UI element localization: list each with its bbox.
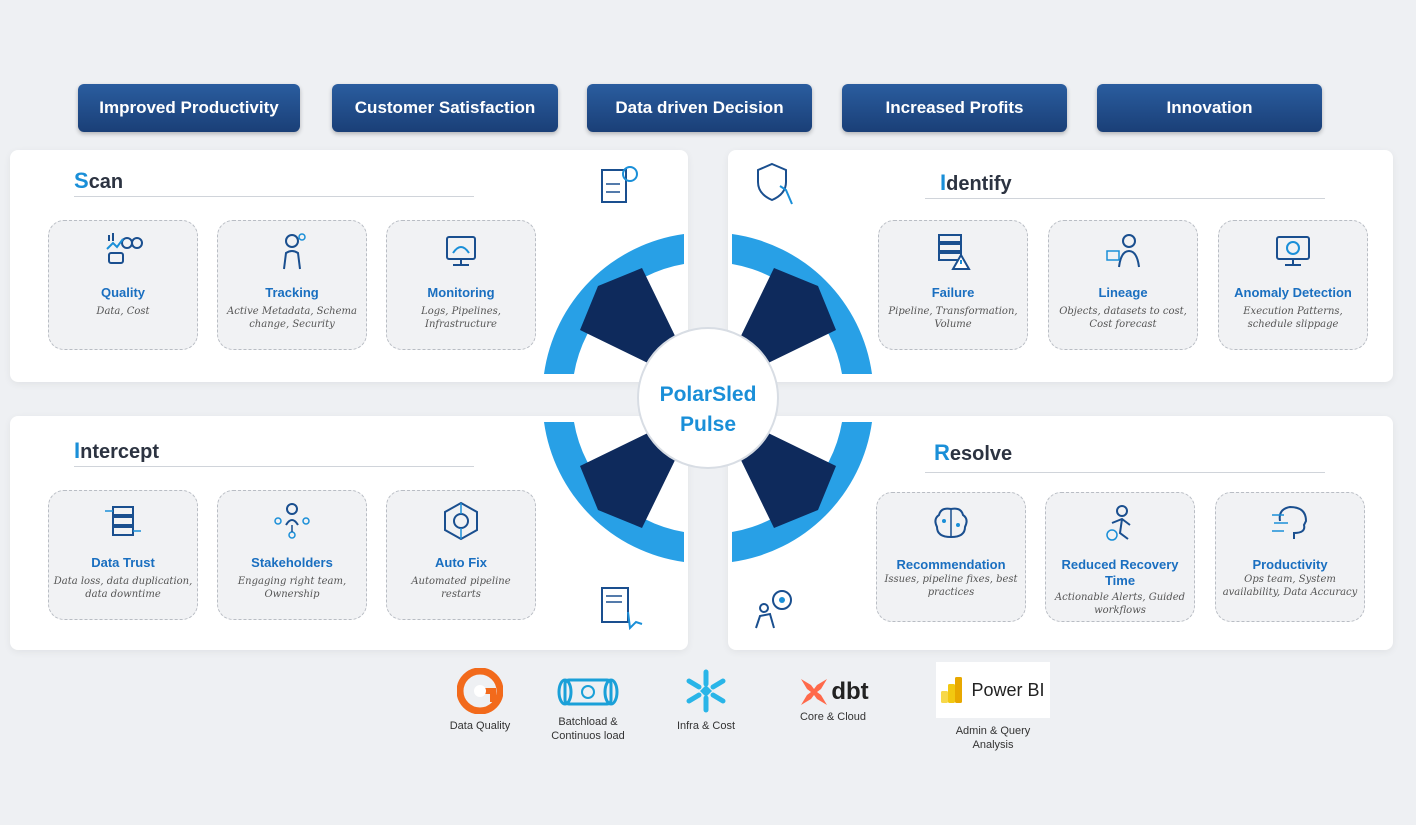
stakeholders-icon xyxy=(274,503,310,539)
shield-touch-icon xyxy=(757,162,793,205)
settings-document-icon xyxy=(601,166,638,203)
card-title: Reduced Recovery Time xyxy=(1061,557,1179,588)
tool-label: Admin & Query Analysis xyxy=(955,725,1031,751)
tool-label: Infra & Cost xyxy=(676,720,736,732)
benefit-innovation: Innovation xyxy=(1097,84,1322,132)
card-desc: Actionable Alerts, Guided workflows xyxy=(1054,592,1186,616)
scan-title-rule xyxy=(74,196,474,197)
powerbi-logo xyxy=(941,677,963,703)
ring-segment-bottom-left xyxy=(544,422,684,562)
recovery-person-icon xyxy=(1106,505,1131,541)
card-auto-fix: Auto Fix Automated pipeline restarts xyxy=(386,490,536,620)
intercept-title: Intercept xyxy=(74,438,160,463)
center-label-line2: Pulse xyxy=(679,413,737,436)
card-title: Monitoring xyxy=(427,285,495,300)
card-title: Data Trust xyxy=(91,555,155,570)
dbt-logo xyxy=(801,679,828,705)
card-desc: Automated pipeline restarts xyxy=(411,576,511,600)
card-desc: Engaging right team, Ownership xyxy=(237,576,347,600)
head-circuit-icon xyxy=(1272,505,1308,539)
spoke-bottom-right xyxy=(738,430,836,528)
card-desc: Issues, pipeline fixes, best practices xyxy=(884,574,1018,598)
card-failure: Failure Pipeline, Transformation, Volume xyxy=(878,220,1028,350)
dbt-wordmark: dbt xyxy=(831,678,869,705)
database-network-icon xyxy=(105,506,141,536)
server-warning-icon xyxy=(938,234,971,270)
document-click-icon xyxy=(601,587,643,630)
ring-segment-top-right xyxy=(732,234,872,374)
card-tracking: Tracking Active Metadata, Schema change,… xyxy=(217,220,367,350)
benefit-data-driven-decision: Data driven Decision xyxy=(587,84,812,132)
card-anomaly-detection: Anomaly Detection Execution Patterns, sc… xyxy=(1218,220,1368,350)
card-title: Auto Fix xyxy=(435,555,487,570)
intercept-title-rule xyxy=(74,466,474,467)
resolve-title-rule xyxy=(925,472,1325,473)
card-lineage: Lineage Objects, datasets to cost, Cost … xyxy=(1048,220,1198,350)
tool-power-bi: Power BI Admin & Query Analysis xyxy=(936,662,1050,752)
card-reduced-recovery-time: Reduced Recovery Time Actionable Alerts,… xyxy=(1045,492,1195,622)
quality-chart-icon xyxy=(106,233,143,264)
autofix-hexagon-icon xyxy=(444,501,478,541)
great-expectations-logo xyxy=(456,667,504,715)
card-desc: Logs, Pipelines, Infrastructure xyxy=(421,306,501,330)
powerbi-wordmark: Power BI xyxy=(971,679,1045,700)
tool-label: Core & Cloud xyxy=(799,711,867,723)
ring-segment-bottom-right xyxy=(732,422,872,562)
anomaly-screen-icon xyxy=(1276,236,1310,266)
monitor-icon xyxy=(446,236,476,266)
card-stakeholders: Stakeholders Engaging right team, Owners… xyxy=(217,490,367,620)
card-title: Failure xyxy=(931,285,975,300)
tool-infra-cost: Infra & Cost xyxy=(666,668,746,733)
card-recommendation: Recommendation Issues, pipeline fixes, b… xyxy=(876,492,1026,622)
spoke-bottom-left xyxy=(580,430,678,528)
spoke-top-left xyxy=(580,268,678,366)
identify-title: Identify xyxy=(940,170,1012,195)
pipe-logo xyxy=(557,678,619,706)
card-title: Stakeholders xyxy=(251,555,333,570)
brain-icon xyxy=(934,507,968,539)
card-title: Tracking xyxy=(265,285,319,300)
benefit-increased-profits: Increased Profits xyxy=(842,84,1067,132)
card-desc: Active Metadata, Schema change, Security xyxy=(227,306,357,330)
card-quality: Quality Data, Cost xyxy=(48,220,198,350)
scan-title: Scan xyxy=(74,168,124,193)
card-desc: Execution Patterns, schedule slippage xyxy=(1243,306,1343,330)
card-title: Lineage xyxy=(1098,285,1148,300)
benefit-customer-satisfaction: Customer Satisfaction xyxy=(332,84,558,132)
ring-segment-top-left xyxy=(544,234,684,374)
card-title: Anomaly Detection xyxy=(1234,285,1352,300)
tracking-person-icon xyxy=(283,233,306,270)
card-title: Productivity xyxy=(1252,557,1328,572)
center-label-line1: PolarSled xyxy=(659,383,757,406)
tool-data-quality: Data Quality xyxy=(440,667,520,733)
card-desc: Ops team, System availability, Data Accu… xyxy=(1222,574,1358,598)
snowflake-logo xyxy=(686,669,726,713)
card-productivity: Productivity Ops team, System availabili… xyxy=(1215,492,1365,622)
card-desc: Objects, datasets to cost, Cost forecast xyxy=(1059,306,1187,330)
benefit-improved-productivity: Improved Productivity xyxy=(78,84,300,132)
tool-label: Batchload & Continuos load xyxy=(551,716,625,742)
center-label: PolarSled Pulse xyxy=(634,380,782,440)
card-title: Recommendation xyxy=(896,557,1006,572)
card-desc: Pipeline, Transformation, Volume xyxy=(888,306,1018,330)
gear-person-icon xyxy=(755,590,792,629)
card-desc: Data loss, data duplication, data downti… xyxy=(53,576,193,600)
tool-dbt: dbt Core & Cloud xyxy=(780,674,886,724)
lineage-person-icon xyxy=(1106,234,1140,268)
card-desc: Data, Cost xyxy=(96,306,150,317)
identify-title-rule xyxy=(925,198,1325,199)
spoke-top-right xyxy=(738,268,836,366)
center-disc xyxy=(637,327,779,469)
tool-label: Data Quality xyxy=(449,720,511,732)
card-monitoring: Monitoring Logs, Pipelines, Infrastructu… xyxy=(386,220,536,350)
resolve-title: Resolve xyxy=(934,440,1013,465)
card-data-trust: Data Trust Data loss, data duplication, … xyxy=(48,490,198,620)
card-title: Quality xyxy=(100,285,146,300)
tool-batchload: Batchload & Continuos load xyxy=(538,674,638,743)
pulse-wheel xyxy=(544,234,872,562)
